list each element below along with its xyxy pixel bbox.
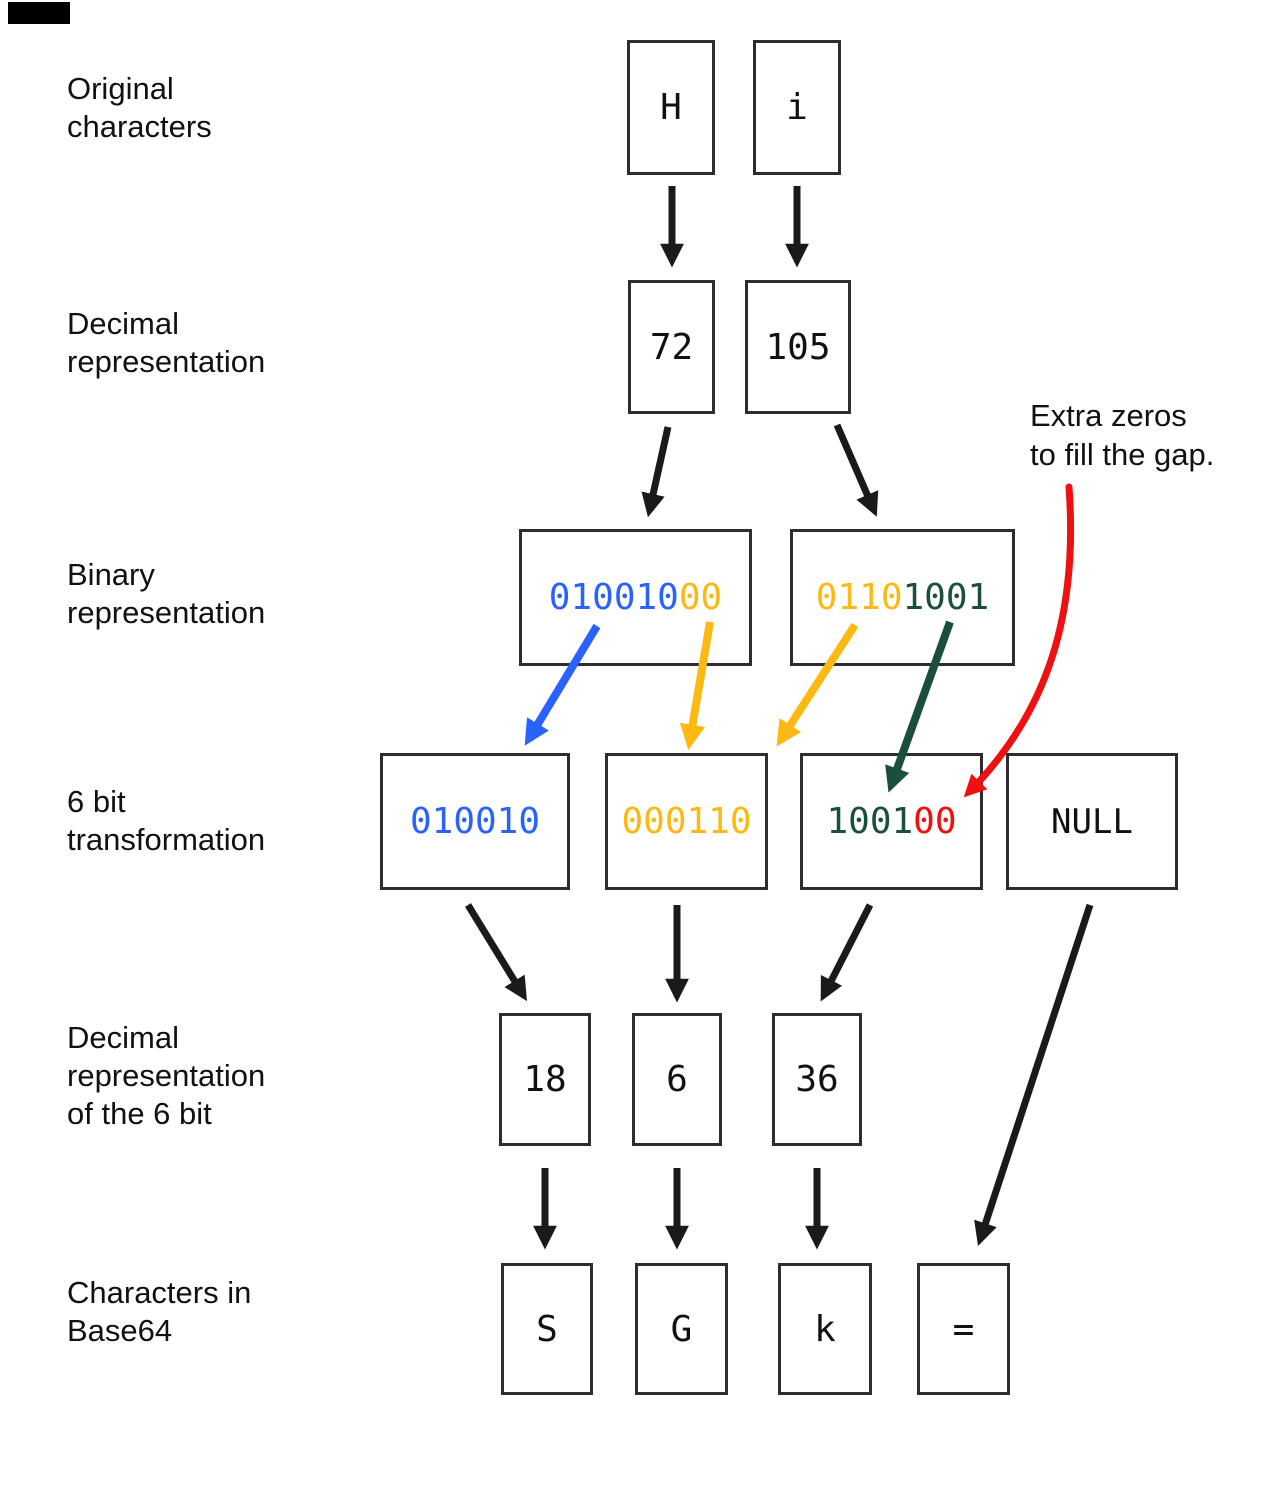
label-line: Base64 (67, 1313, 173, 1348)
box-text: 105 (765, 326, 831, 368)
box-text: 72 (649, 326, 694, 368)
box-text: = (952, 1308, 975, 1350)
binary-segment: 1001 (902, 577, 990, 618)
label-line: Decimal (67, 1020, 179, 1055)
label-line: Characters in (67, 1275, 252, 1310)
binary-segment: 010010 (409, 801, 541, 842)
arrow-100100-to-36 (820, 903, 874, 1002)
box-text: 36 (795, 1059, 839, 1100)
note-line: to fill the gap. (1030, 437, 1215, 472)
note-extra-zeros: Extra zeros to fill the gap. (1030, 396, 1214, 474)
label-line: transformation (67, 822, 266, 857)
box-base64-k: k (778, 1263, 872, 1395)
box-6bit-null: NULL (1006, 753, 1178, 890)
box-decimal-72: 72 (628, 280, 715, 414)
box-decimal6-36: 36 (772, 1013, 862, 1146)
label-decimal-representation: Decimal representation (67, 305, 265, 381)
box-base64-equals: = (917, 1263, 1010, 1395)
box-text: 6 (666, 1059, 688, 1100)
label-line: characters (67, 109, 212, 144)
label-line: Binary (67, 557, 155, 592)
label-6bit-transformation: 6 bit transformation (67, 783, 265, 859)
binary-segment: 00 (913, 801, 957, 842)
box-base64-s: S (501, 1263, 593, 1395)
box-decimal6-18: 18 (499, 1013, 591, 1146)
box-original-h: H (627, 40, 715, 175)
label-line: Decimal (67, 306, 179, 341)
box-6bit-000110: 000110 (605, 753, 768, 890)
box-decimal-105: 105 (745, 280, 851, 414)
box-text: 18 (523, 1059, 567, 1100)
box-original-i: i (753, 40, 841, 175)
corner-artifact (8, 2, 70, 24)
label-line: of the 6 bit (67, 1096, 212, 1131)
label-line: representation (67, 1058, 266, 1093)
binary-segment: NULL (1051, 801, 1133, 842)
box-text: k (814, 1308, 836, 1350)
arrow-72-to-binary (641, 426, 672, 518)
box-text: H (660, 87, 682, 128)
label-line: Original (67, 71, 174, 106)
box-text: G (670, 1308, 693, 1350)
box-base64-g: G (635, 1263, 728, 1395)
binary-segment: 0110 (815, 577, 903, 618)
binary-segment: 010010 (548, 577, 679, 618)
box-text: S (536, 1308, 558, 1350)
box-decimal6-6: 6 (632, 1013, 722, 1146)
label-original-characters: Original characters (67, 70, 212, 146)
box-6bit-010010: 010010 (380, 753, 570, 890)
binary-segment: 1001 (826, 801, 914, 842)
binary-segment: 000110 (621, 801, 752, 842)
arrow-010010-to-18 (465, 903, 527, 1002)
label-decimal-of-6bit: Decimal representation of the 6 bit (67, 1019, 265, 1133)
note-line: Extra zeros (1030, 398, 1187, 433)
arrow-105-to-binary (833, 423, 879, 517)
box-text: i (786, 87, 808, 128)
label-binary-representation: Binary representation (67, 556, 265, 632)
arrow-null-to-equals (974, 903, 1094, 1247)
label-line: representation (67, 344, 266, 379)
label-line: representation (67, 595, 266, 630)
label-line: 6 bit (67, 784, 126, 819)
label-characters-in-base64: Characters in Base64 (67, 1274, 251, 1350)
binary-segment: 00 (678, 577, 723, 618)
